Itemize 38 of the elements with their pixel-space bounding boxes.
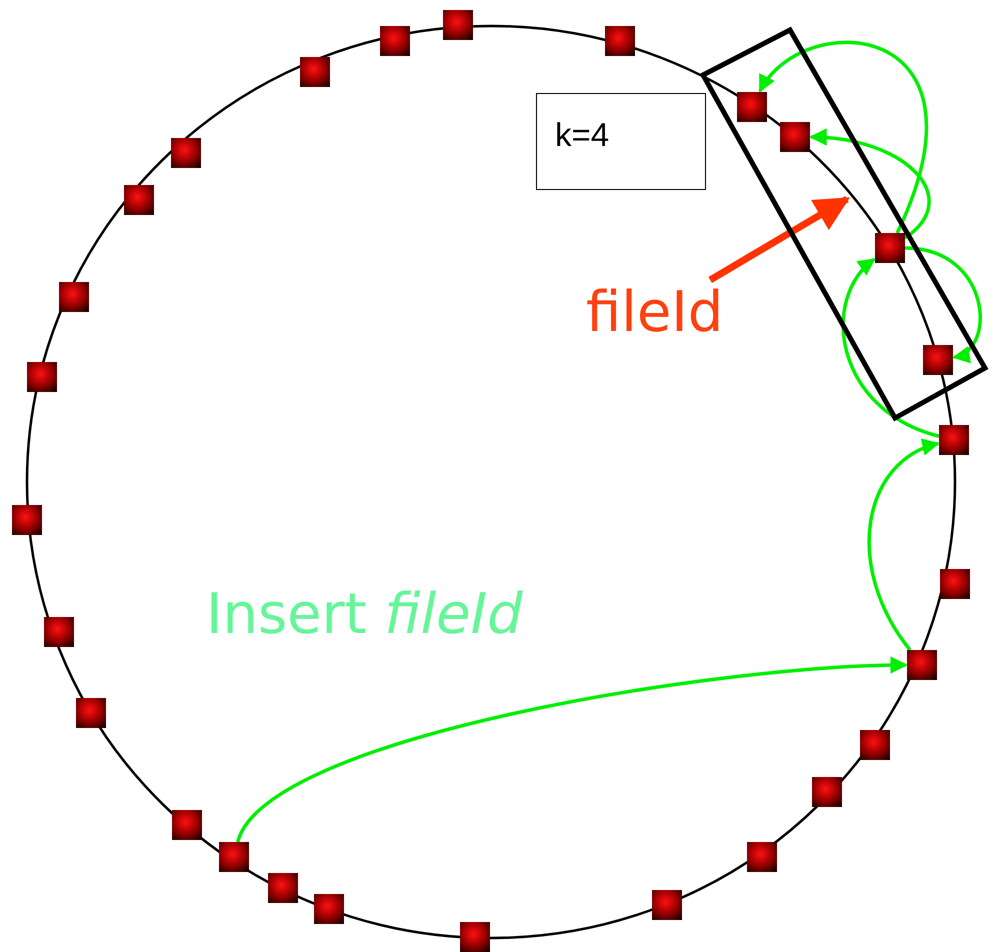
routing-arrow — [904, 246, 982, 360]
parameter-text: k=4 — [555, 116, 610, 154]
peer-node — [171, 138, 201, 168]
key-label: fileId — [586, 282, 724, 344]
peer-node — [652, 890, 682, 920]
insert-caption: Insert fileId — [206, 584, 523, 646]
peer-node — [172, 810, 202, 840]
peer-node — [940, 569, 970, 599]
peer-node — [76, 698, 106, 728]
peer-node — [780, 122, 810, 152]
routing-arrow — [867, 440, 940, 651]
peer-node — [314, 894, 344, 924]
peer-node — [860, 730, 890, 760]
peer-node — [923, 345, 953, 375]
peer-node — [380, 26, 410, 56]
peer-node — [59, 282, 89, 312]
peer-node — [812, 777, 842, 807]
peer-node — [12, 505, 42, 535]
routing-arrow — [758, 41, 928, 234]
peer-node — [907, 650, 937, 680]
peer-node — [939, 425, 969, 455]
parameter-box — [536, 93, 706, 190]
peer-node — [747, 842, 777, 872]
peer-node — [44, 617, 74, 647]
routing-arrow — [809, 129, 931, 240]
peer-node — [875, 233, 905, 263]
routing-arrow — [842, 258, 940, 438]
peer-node — [460, 922, 490, 952]
peer-node — [443, 10, 473, 40]
peer-node — [300, 57, 330, 87]
peer-node — [268, 873, 298, 903]
peer-node — [219, 842, 249, 872]
peer-node — [605, 26, 635, 56]
peer-node — [27, 362, 57, 392]
routing-arrow — [236, 656, 908, 843]
peer-node — [737, 92, 767, 122]
routing-arrow — [708, 196, 850, 283]
peer-node — [124, 185, 154, 215]
